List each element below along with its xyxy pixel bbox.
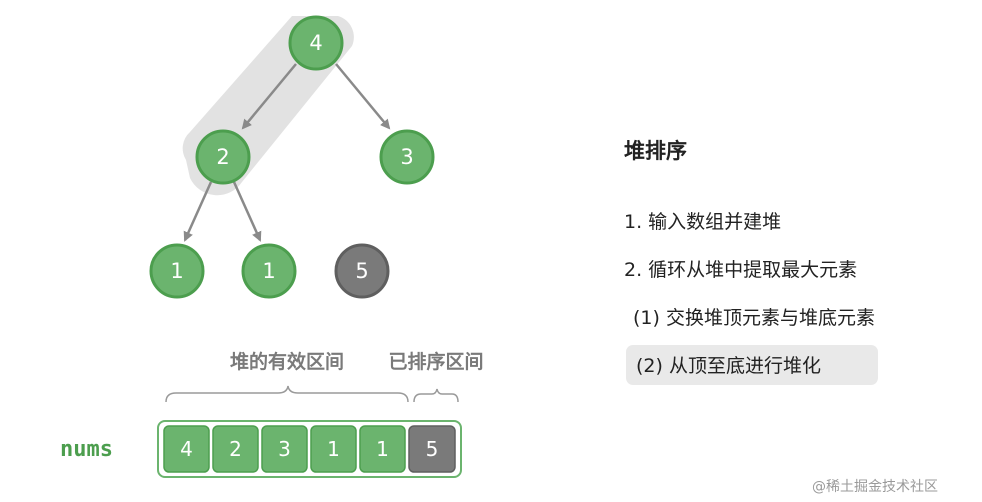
node-right: 3 <box>379 129 435 185</box>
node-left-right: 1 <box>241 243 297 299</box>
sorted-range-brace <box>413 388 459 403</box>
node-left-left-value: 1 <box>170 259 183 283</box>
active-step-highlight <box>626 345 878 385</box>
step-2-sub-2: (2) 从顶至底进行堆化 <box>636 355 821 377</box>
edge-left-leftright <box>232 181 262 242</box>
node-root: 4 <box>288 15 344 71</box>
node-sorted-value: 5 <box>355 259 368 283</box>
node-left-left: 1 <box>149 243 205 299</box>
node-left: 2 <box>195 129 251 185</box>
array-cell: 3 <box>261 425 308 473</box>
node-root-value: 4 <box>309 31 322 55</box>
edge-root-right <box>335 63 391 130</box>
array-cell-sorted-value: 5 <box>426 437 439 461</box>
node-right-value: 3 <box>400 145 413 169</box>
array-name: nums <box>60 437 113 462</box>
heap-range-brace <box>165 385 409 403</box>
array-cell-sorted: 5 <box>408 425 456 473</box>
array-cell-value: 1 <box>327 437 340 461</box>
array-cell-value: 4 <box>180 437 193 461</box>
array-cell: 1 <box>359 425 406 473</box>
edge-left-leftleft <box>183 181 213 242</box>
node-left-right-value: 1 <box>262 259 275 283</box>
step-2-sub-1: (1) 交换堆顶元素与堆底元素 <box>633 307 875 329</box>
array-cell-value: 2 <box>229 437 242 461</box>
node-left-value: 2 <box>216 145 229 169</box>
array-cell-value: 1 <box>376 437 389 461</box>
watermark: @稀土掘金技术社区 <box>812 479 938 495</box>
array-cell: 4 <box>163 425 210 473</box>
array-cell: 2 <box>212 425 259 473</box>
steps-title: 堆排序 <box>624 139 687 163</box>
step-1: 1. 输入数组并建堆 <box>624 211 781 233</box>
array-cell: 1 <box>310 425 357 473</box>
node-sorted: 5 <box>334 243 390 299</box>
edge-root-left <box>241 63 297 130</box>
sorted-range-label: 已排序区间 <box>388 350 483 373</box>
step-2: 2. 循环从堆中提取最大元素 <box>624 259 857 281</box>
array-cell-value: 3 <box>278 437 291 461</box>
heap-range-label: 堆的有效区间 <box>230 350 344 373</box>
